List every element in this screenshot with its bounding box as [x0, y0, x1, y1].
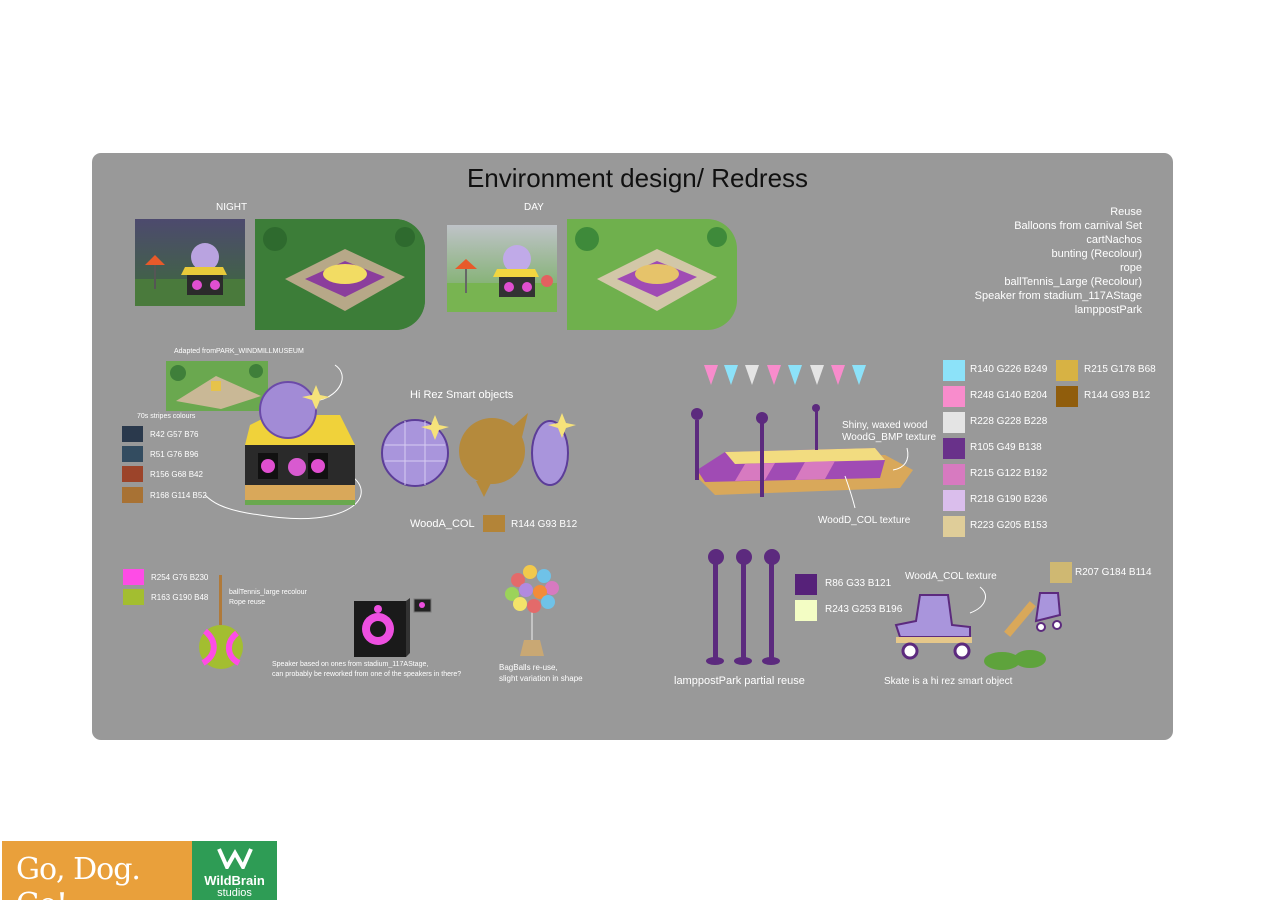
shiny-wood-line: WoodG_BMP texture — [842, 432, 937, 443]
skate-illustration — [894, 586, 1062, 670]
stripe-swatch-label: R42 G57 B76 — [150, 430, 199, 439]
dance-floor-illustration — [691, 404, 913, 509]
palette-swatch — [943, 516, 965, 537]
palette-swatch — [1056, 360, 1078, 381]
reuse-list: Reuse Balloons from carnival Set cartNac… — [975, 205, 1142, 317]
lamp-swatch — [795, 574, 817, 595]
reuse-item: Reuse — [1110, 206, 1142, 218]
lampposts-illustration — [706, 549, 780, 665]
adapted-from-label: Adapted fromPARK_WINDMILLMUSEUM — [174, 348, 304, 355]
skate-swatch — [1050, 562, 1072, 583]
reuse-item: rope — [1119, 262, 1142, 274]
stripe-swatch — [122, 466, 143, 482]
stripe-swatch — [122, 426, 143, 442]
windmill-museum-image — [166, 361, 268, 411]
stripes-heading: 70s stripes colours — [137, 413, 196, 420]
ball-note-line: ballTennis_large recolour — [229, 589, 307, 596]
stripe-swatch-label: R168 G114 B52 — [150, 491, 207, 500]
day-stage-closeup-image — [447, 225, 557, 312]
wildbrain-logo: WildBrain studios — [192, 841, 277, 900]
lamppost-label: lamppostPark partial reuse — [674, 675, 805, 687]
palette-swatch-label: R105 G49 B138 — [970, 442, 1042, 453]
lamp-swatch-label: R86 G33 B121 — [825, 578, 892, 589]
ball-swatch — [123, 569, 144, 585]
stripe-swatch-label: R51 G76 B96 — [150, 450, 199, 459]
ball-swatch-label: R163 G190 B48 — [151, 593, 209, 602]
reuse-item: bunting (Recolour) — [1051, 248, 1143, 260]
day-park-overview-image — [567, 219, 737, 330]
shiny-wood-note: Shiny, waxed wood WoodG_BMP texture — [842, 420, 936, 444]
speaker-note: Speaker based on ones from stadium_117AS… — [272, 660, 461, 680]
ball-note: ballTennis_large recolour Rope reuse — [229, 588, 307, 608]
palette-swatch-label: R228 G228 B228 — [970, 416, 1048, 427]
reuse-item: Speaker from stadium_117AStage — [974, 290, 1142, 302]
day-label: DAY — [524, 202, 544, 213]
palette-swatch — [943, 490, 965, 511]
palette-swatch — [943, 412, 965, 433]
skate-swatch-label: R207 G184 B114 — [1075, 567, 1152, 578]
speaker-note-line: can probably be reworked from one of the… — [272, 671, 462, 678]
night-park-overview-image — [255, 219, 425, 330]
stripe-swatch — [122, 487, 143, 503]
stripe-swatch-label: R156 G68 B42 — [150, 470, 203, 479]
shiny-wood-line: Shiny, waxed wood — [842, 420, 928, 431]
ball-swatch-label: R254 G76 B230 — [151, 573, 209, 582]
ball-note-line: Rope reuse — [229, 599, 266, 606]
stripe-swatch — [122, 446, 143, 462]
palette-swatch-label: R144 G93 B12 — [1084, 390, 1151, 401]
palette-swatch — [943, 386, 965, 407]
skate-label: Skate is a hi rez smart object — [884, 676, 1013, 687]
wildbrain-name: WildBrain — [204, 873, 265, 888]
logo-text: Go, Dog. Go! — [16, 852, 141, 922]
wildbrain-mark-icon — [216, 848, 253, 872]
lamp-swatch — [795, 600, 817, 621]
wildbrain-studios: studios — [217, 887, 252, 899]
go-dog-go-logo: Go, Dog. Go! — [2, 841, 192, 922]
ball-swatch — [123, 589, 144, 605]
palette-swatch — [1056, 386, 1078, 407]
night-label: NIGHT — [216, 202, 248, 213]
wooda-swatch — [483, 515, 505, 532]
page-title: Environment design/ Redress — [466, 163, 809, 193]
reuse-item: cartNachos — [1086, 234, 1142, 246]
palette-swatch-label: R140 G226 B249 — [970, 364, 1048, 375]
balloons-note-line: BagBalls re-use, — [499, 663, 558, 672]
stage-illustration — [204, 364, 362, 520]
palette-swatch — [943, 438, 965, 459]
reuse-item: ballTennis_Large (Recolour) — [1004, 276, 1142, 288]
balloons-note: BagBalls re-use, slight variation in sha… — [499, 662, 583, 684]
hi-rez-label: Hi Rez Smart objects — [410, 389, 514, 401]
night-stage-closeup-image — [135, 219, 245, 306]
reuse-item: Balloons from carnival Set — [1014, 220, 1142, 232]
bunting-illustration — [704, 365, 866, 385]
palette-swatch-label: R223 G205 B153 — [970, 520, 1048, 531]
palette-swatch — [943, 464, 965, 485]
lamp-swatch-label: R243 G253 B196 — [825, 604, 903, 615]
reuse-item: lamppostPark — [1074, 304, 1142, 316]
palette-swatch-label: R215 G122 B192 — [970, 468, 1048, 479]
tennis-ball-illustration — [199, 575, 243, 669]
balloons-note-line: slight variation in shape — [499, 674, 583, 683]
woodd-col-label: WoodD_COL texture — [818, 515, 911, 526]
palette-swatch — [943, 360, 965, 381]
palette-swatch-label: R218 G190 B236 — [970, 494, 1048, 505]
speaker-note-line: Speaker based on ones from stadium_117AS… — [272, 661, 429, 668]
skate-texture-label: WoodA_COL texture — [905, 571, 997, 582]
smart-objects-illustration — [381, 413, 576, 497]
wooda-col-label: WoodA_COL — [410, 518, 475, 530]
palette-swatch-label: R248 G140 B204 — [970, 390, 1048, 401]
speaker-illustration — [354, 598, 432, 657]
balloons-illustration — [505, 565, 559, 656]
wooda-swatch-label: R144 G93 B12 — [511, 519, 578, 530]
palette-swatch-label: R215 G178 B68 — [1084, 364, 1156, 375]
